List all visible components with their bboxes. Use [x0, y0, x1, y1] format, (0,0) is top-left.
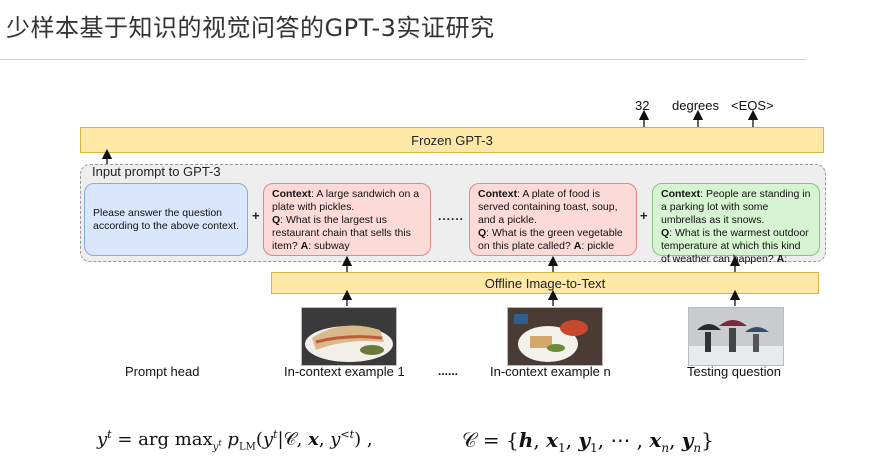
- offline-image-to-text-bar: Offline Image-to-Text: [271, 272, 819, 294]
- title-divider: [0, 59, 806, 60]
- answer-label: A: [300, 240, 309, 252]
- prompt-head-text: Please answer the question according to …: [93, 206, 239, 232]
- testing-question-box: Context: People are standing in a parkin…: [652, 183, 820, 265]
- question-label: Q: [272, 214, 281, 226]
- output-token-2: degrees: [672, 98, 719, 113]
- frozen-gpt3-bar: Frozen GPT-3: [80, 127, 824, 153]
- in-context-example-n-box: Context: A plate of food is served conta…: [469, 183, 637, 256]
- context-set-formula: 𝒞 = {h, x1, y1, ⋯ , xn, yn}: [462, 428, 714, 455]
- answer-text: pickle: [587, 240, 615, 252]
- answer-label: A: [776, 253, 785, 265]
- output-token-3: <EOS>: [731, 98, 774, 113]
- caption-in-context-example-1: In-context example 1: [284, 364, 405, 379]
- answer-label: A: [573, 240, 582, 252]
- caption-prompt-head: Prompt head: [125, 364, 200, 379]
- prompt-head-box: Please answer the question according to …: [84, 183, 248, 256]
- context-text: A large sandwich on a plate with pickles…: [272, 188, 420, 213]
- context-label: Context: [272, 188, 312, 200]
- question-label: Q: [478, 227, 487, 239]
- sandwich-photo: [301, 307, 397, 366]
- caption-testing-question: Testing question: [687, 364, 781, 379]
- context-text: People are standing in a parking lot wit…: [661, 188, 811, 226]
- question-text: What is the green vegetable on this plat…: [478, 227, 623, 252]
- question-text: What is the warmest outdoor temperature …: [661, 227, 809, 265]
- prediction-formula: yt = arg maxyt pLM(yt|𝒞, x, y<t) ,: [97, 428, 373, 453]
- context-label: Context: [478, 188, 518, 200]
- ellipsis-between-examples: ......: [438, 209, 465, 223]
- plus-sign-2: +: [640, 208, 648, 223]
- context-label: Context: [661, 188, 701, 200]
- plus-sign-1: +: [252, 208, 260, 223]
- question-label: Q: [661, 227, 670, 239]
- caption-ellipsis: ......: [438, 364, 459, 378]
- output-token-1: 32: [635, 98, 650, 113]
- question-text: What is the largest us restaurant chain …: [272, 214, 411, 252]
- answer-text: subway: [314, 240, 350, 252]
- input-prompt-label: Input prompt to GPT-3: [92, 164, 221, 179]
- caption-in-context-example-n: In-context example n: [490, 364, 611, 379]
- in-context-example-1-box: Context: A large sandwich on a plate wit…: [263, 183, 431, 256]
- food-plate-photo: [507, 307, 603, 366]
- page-title: 少样本基于知识的视觉问答的GPT-3实证研究: [6, 14, 495, 42]
- snowy-parking-lot-photo: [688, 307, 784, 366]
- context-text: A plate of food is served containing toa…: [478, 188, 618, 226]
